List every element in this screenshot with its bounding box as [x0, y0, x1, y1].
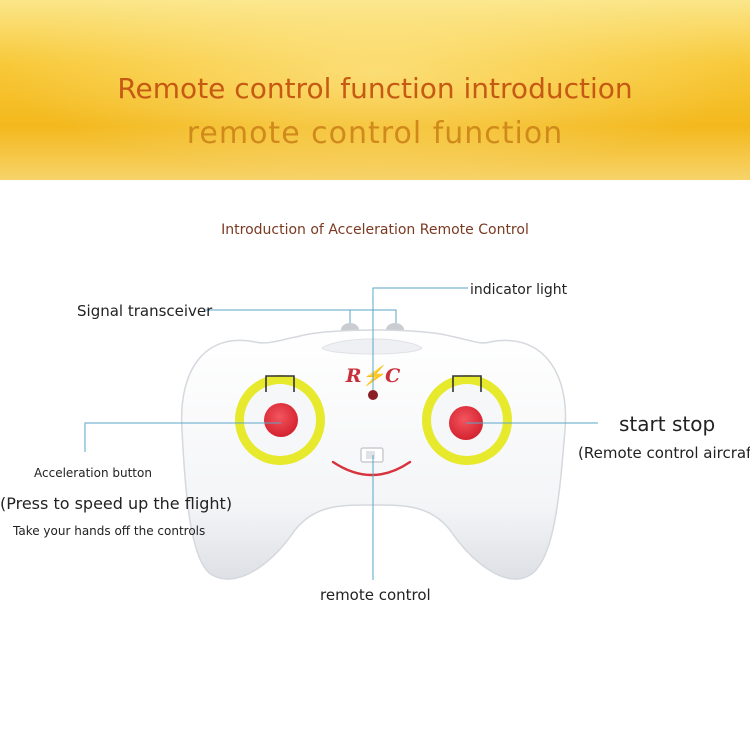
label-start-stop-detail: (Remote control aircraft): [578, 444, 750, 462]
label-acceleration-detail: (Press to speed up the flight): [0, 494, 233, 513]
banner-subtitle: remote control function: [186, 116, 564, 151]
label-remote-control: remote control: [320, 586, 431, 604]
banner-title: Remote control function introduction: [117, 72, 633, 105]
header-banner-glow: [0, 0, 750, 180]
top-plate: [321, 338, 423, 355]
indicator-light: [368, 390, 378, 400]
right-joystick[interactable]: [422, 375, 512, 465]
acceleration-button[interactable]: [264, 403, 298, 437]
smile-decoration: [331, 460, 412, 477]
label-acceleration-button: Acceleration button: [34, 466, 152, 480]
label-signal-transceiver: Signal transceiver: [77, 302, 213, 320]
left-joystick[interactable]: [235, 375, 325, 465]
section-heading: Introduction of Acceleration Remote Cont…: [221, 222, 529, 238]
label-acceleration-note: Take your hands off the controls: [13, 524, 206, 538]
label-start-stop: start stop: [619, 412, 716, 436]
leader-lines: [84, 287, 598, 580]
label-indicator-light: indicator light: [470, 282, 568, 298]
